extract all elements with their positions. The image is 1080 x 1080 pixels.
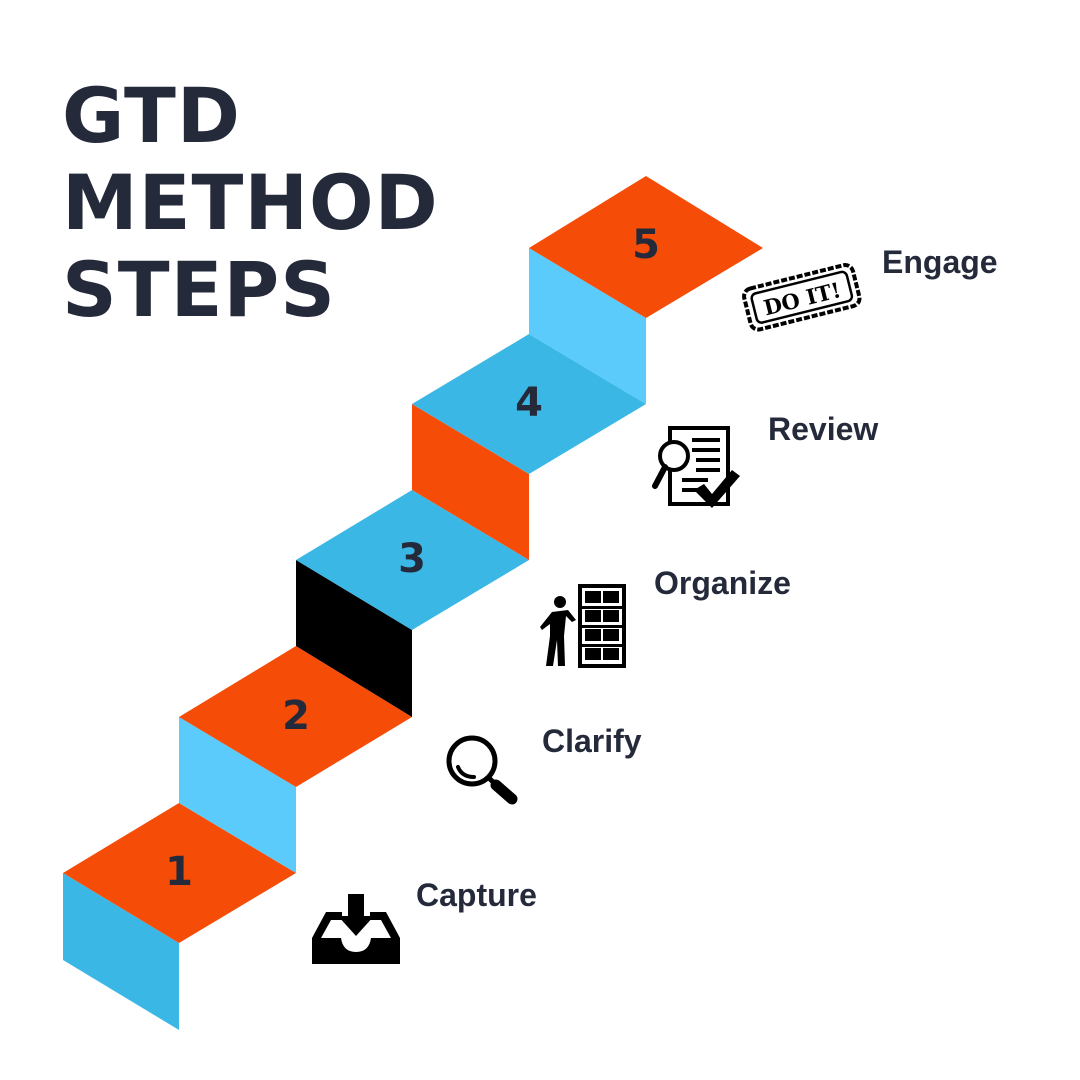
step-5-tread: [529, 176, 763, 318]
step-1-number: 1: [165, 849, 193, 895]
step-5: 5: [529, 176, 763, 404]
step-2-number: 2: [282, 693, 310, 739]
step-4-number: 4: [515, 380, 543, 426]
step-3-tread: [296, 490, 529, 630]
inbox-download-icon: [312, 894, 400, 964]
step-5-label: Engage: [882, 244, 998, 280]
step-3: 3: [296, 490, 529, 717]
step-1-tread: [63, 803, 296, 943]
title-line-3: STEPS: [62, 245, 336, 334]
do-it-stamp-icon: DO IT!: [742, 263, 862, 332]
step-2: 2: [179, 646, 412, 873]
step-1-riser: [63, 873, 179, 1030]
title-line-2: METHOD: [62, 158, 439, 247]
step-4-label: Review: [768, 411, 879, 447]
step-1: 1: [63, 803, 296, 1030]
step-2-riser: [179, 717, 296, 873]
step-3-riser: [296, 560, 412, 717]
title-line-1: GTD: [62, 71, 241, 160]
step-3-label: Organize: [654, 565, 791, 601]
step-3-number: 3: [398, 536, 426, 582]
magnifier-icon: [446, 735, 518, 805]
step-1-label: Capture: [416, 877, 537, 913]
step-5-riser: [529, 248, 646, 404]
document-review-icon: [652, 426, 740, 508]
step-4-riser: [412, 404, 529, 560]
step-2-label: Clarify: [542, 723, 642, 759]
page-title: GTD METHOD STEPS: [62, 72, 439, 333]
person-shelf-icon: [540, 584, 626, 668]
step-2-tread: [179, 646, 412, 787]
step-5-number: 5: [632, 222, 660, 268]
